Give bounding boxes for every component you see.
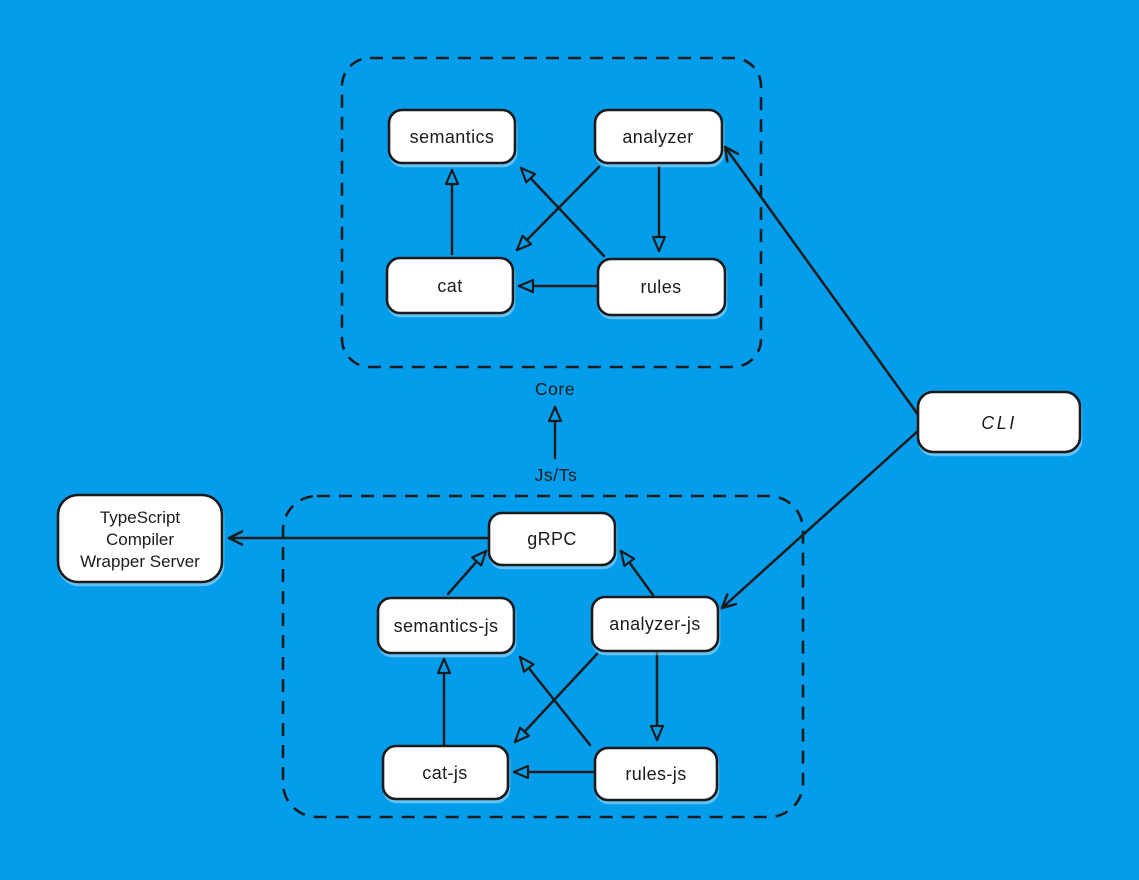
node-tsc-server-label-line2: Compiler bbox=[106, 530, 174, 549]
node-analyzer-js: analyzer-js bbox=[590, 595, 720, 653]
node-analyzer: analyzer bbox=[593, 108, 724, 165]
node-analyzer-label: analyzer bbox=[622, 127, 693, 147]
node-grpc-label: gRPC bbox=[527, 529, 577, 549]
node-grpc: gRPC bbox=[487, 511, 617, 567]
node-cat-js: cat-js bbox=[381, 744, 510, 801]
node-rules-label: rules bbox=[640, 277, 681, 297]
edge-semantics-js-to-grpc bbox=[446, 549, 488, 596]
cluster-core-label: Core bbox=[535, 379, 575, 399]
node-semantics-js-label: semantics-js bbox=[394, 616, 499, 636]
node-analyzer-js-label: analyzer-js bbox=[609, 614, 700, 634]
edge-analyzer-js-to-cat-js bbox=[513, 652, 599, 744]
node-cat-js-label: cat-js bbox=[422, 763, 467, 783]
cluster-jsts-outline bbox=[281, 494, 805, 819]
node-semantics-js: semantics-js bbox=[376, 596, 516, 655]
node-tsc-server-label-line1: TypeScript bbox=[100, 508, 181, 527]
node-cli-label: CLI bbox=[981, 413, 1017, 433]
node-semantics-label: semantics bbox=[410, 127, 495, 147]
edge-cli-to-analyzer-js bbox=[720, 428, 921, 610]
node-tsc-server-label-line3: Wrapper Server bbox=[80, 552, 200, 571]
node-rules-js: rules-js bbox=[593, 746, 719, 802]
node-cat-label: cat bbox=[437, 276, 462, 296]
edge-cli-to-analyzer bbox=[723, 145, 921, 418]
node-cli: CLI bbox=[916, 390, 1082, 454]
edge-analyzer-js-to-grpc bbox=[619, 549, 655, 597]
edge-rules-js-to-semantics-js bbox=[518, 655, 592, 747]
cluster-core-outline bbox=[340, 56, 763, 369]
edge-rules-to-semantics bbox=[519, 166, 606, 258]
node-cat: cat bbox=[385, 256, 515, 315]
node-tsc-server: TypeScript Compiler Wrapper Server bbox=[56, 493, 224, 584]
node-rules: rules bbox=[596, 257, 727, 317]
node-rules-js-label: rules-js bbox=[625, 764, 686, 784]
node-semantics: semantics bbox=[387, 108, 517, 165]
cluster-jsts-label: Js/Ts bbox=[535, 465, 578, 485]
